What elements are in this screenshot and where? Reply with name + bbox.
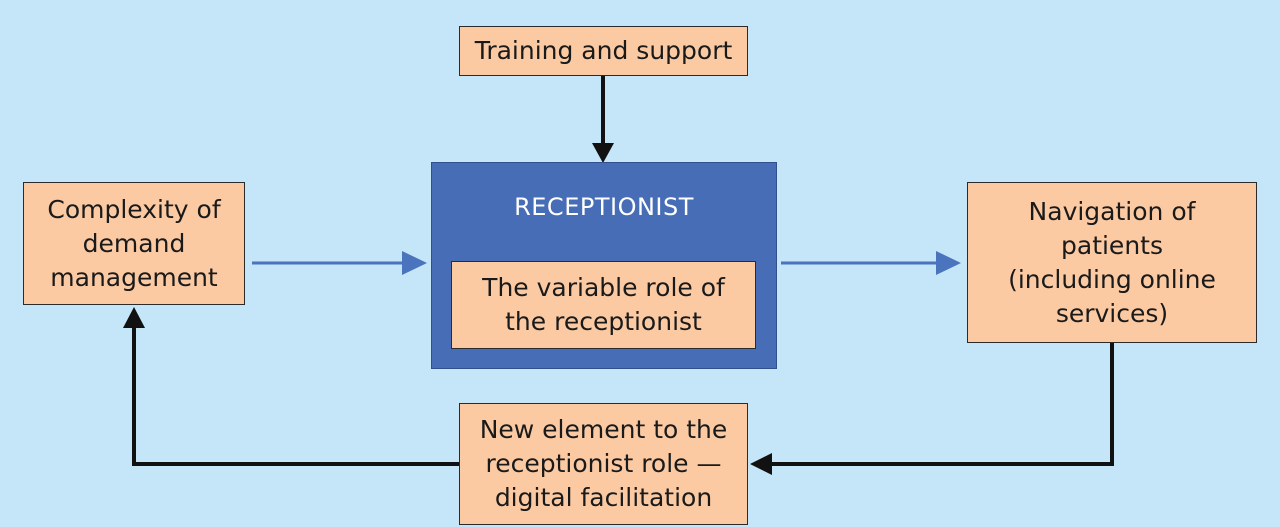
- variable-role-line-2: the receptionist: [505, 307, 702, 336]
- digital-line-1: New element to the: [479, 415, 728, 444]
- navigation-line-4: services): [1055, 298, 1169, 328]
- arrowhead-complexity-to-receptionist: [402, 251, 427, 275]
- variable-role-box: The variable role of the receptionist: [451, 261, 756, 349]
- complexity-line-2: demand: [82, 228, 186, 258]
- arrow-digital-to-complexity: [132, 326, 459, 466]
- navigation-line-2: patients: [1061, 230, 1163, 260]
- receptionist-box: RECEPTIONIST The variable role of the re…: [431, 162, 777, 369]
- receptionist-title: RECEPTIONIST: [514, 193, 694, 221]
- complexity-box: Complexity of demand management: [23, 182, 245, 305]
- arrow-navigation-to-digital: [770, 343, 1114, 466]
- arrowhead-receptionist-to-navigation: [936, 251, 961, 275]
- digital-line-3: digital facilitation: [494, 483, 713, 512]
- digital-line-2: receptionist role —: [485, 449, 722, 478]
- arrowhead-digital-to-complexity: [123, 307, 145, 328]
- training-and-support-box: Training and support: [459, 26, 748, 76]
- complexity-line-1: Complexity of: [47, 194, 221, 224]
- navigation-box: Navigation of patients (including online…: [967, 182, 1257, 343]
- training-line-1: Training and support: [474, 36, 733, 65]
- navigation-line-1: Navigation of: [1028, 196, 1196, 226]
- arrowhead-training-to-receptionist: [592, 143, 614, 163]
- navigation-line-3: (including online: [1008, 264, 1216, 294]
- digital-facilitation-box: New element to the receptionist role — d…: [459, 403, 748, 525]
- complexity-line-3: management: [50, 262, 218, 292]
- arrowhead-navigation-to-digital: [750, 453, 772, 475]
- variable-role-line-1: The variable role of: [482, 273, 725, 302]
